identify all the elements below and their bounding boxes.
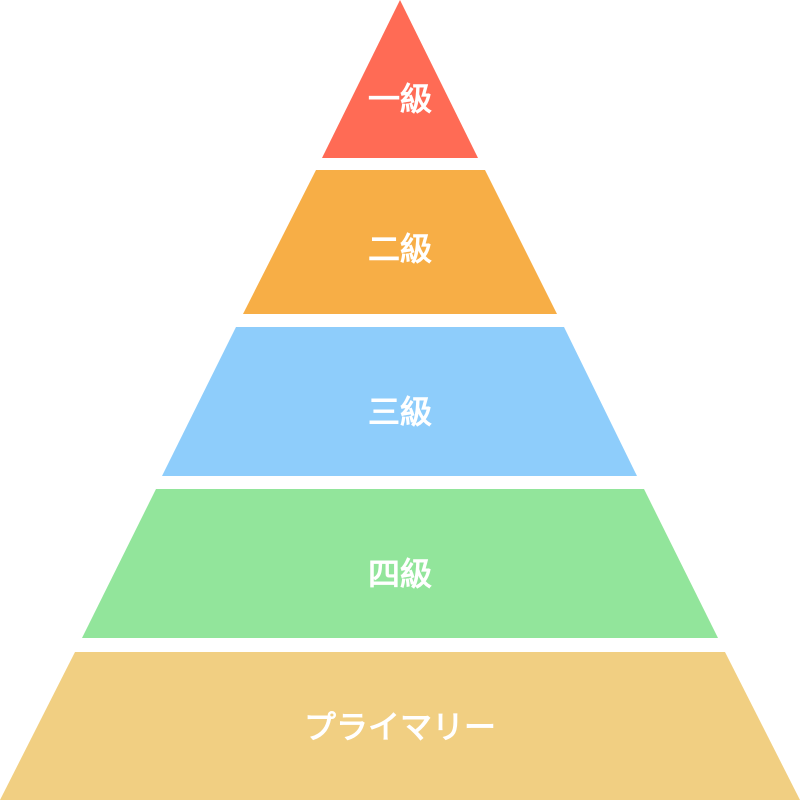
tier-3-shape xyxy=(162,327,637,476)
tier-3: 三級 xyxy=(162,327,637,476)
tier-3-label: 三級 xyxy=(368,393,432,431)
tier-1: 一級 xyxy=(322,0,478,158)
tier-5-label: プライマリー xyxy=(304,708,496,746)
tier-5-shape xyxy=(0,652,800,800)
tier-4-shape xyxy=(82,489,718,638)
tier-1-shape xyxy=(322,0,478,158)
tier-2-label: 二級 xyxy=(368,230,432,268)
tier-5: プライマリー xyxy=(0,652,800,800)
tier-4: 四級 xyxy=(82,489,718,638)
tier-2-shape xyxy=(243,170,557,314)
tier-1-label: 一級 xyxy=(368,80,432,118)
tier-2: 二級 xyxy=(243,170,557,314)
tier-4-label: 四級 xyxy=(368,555,432,593)
